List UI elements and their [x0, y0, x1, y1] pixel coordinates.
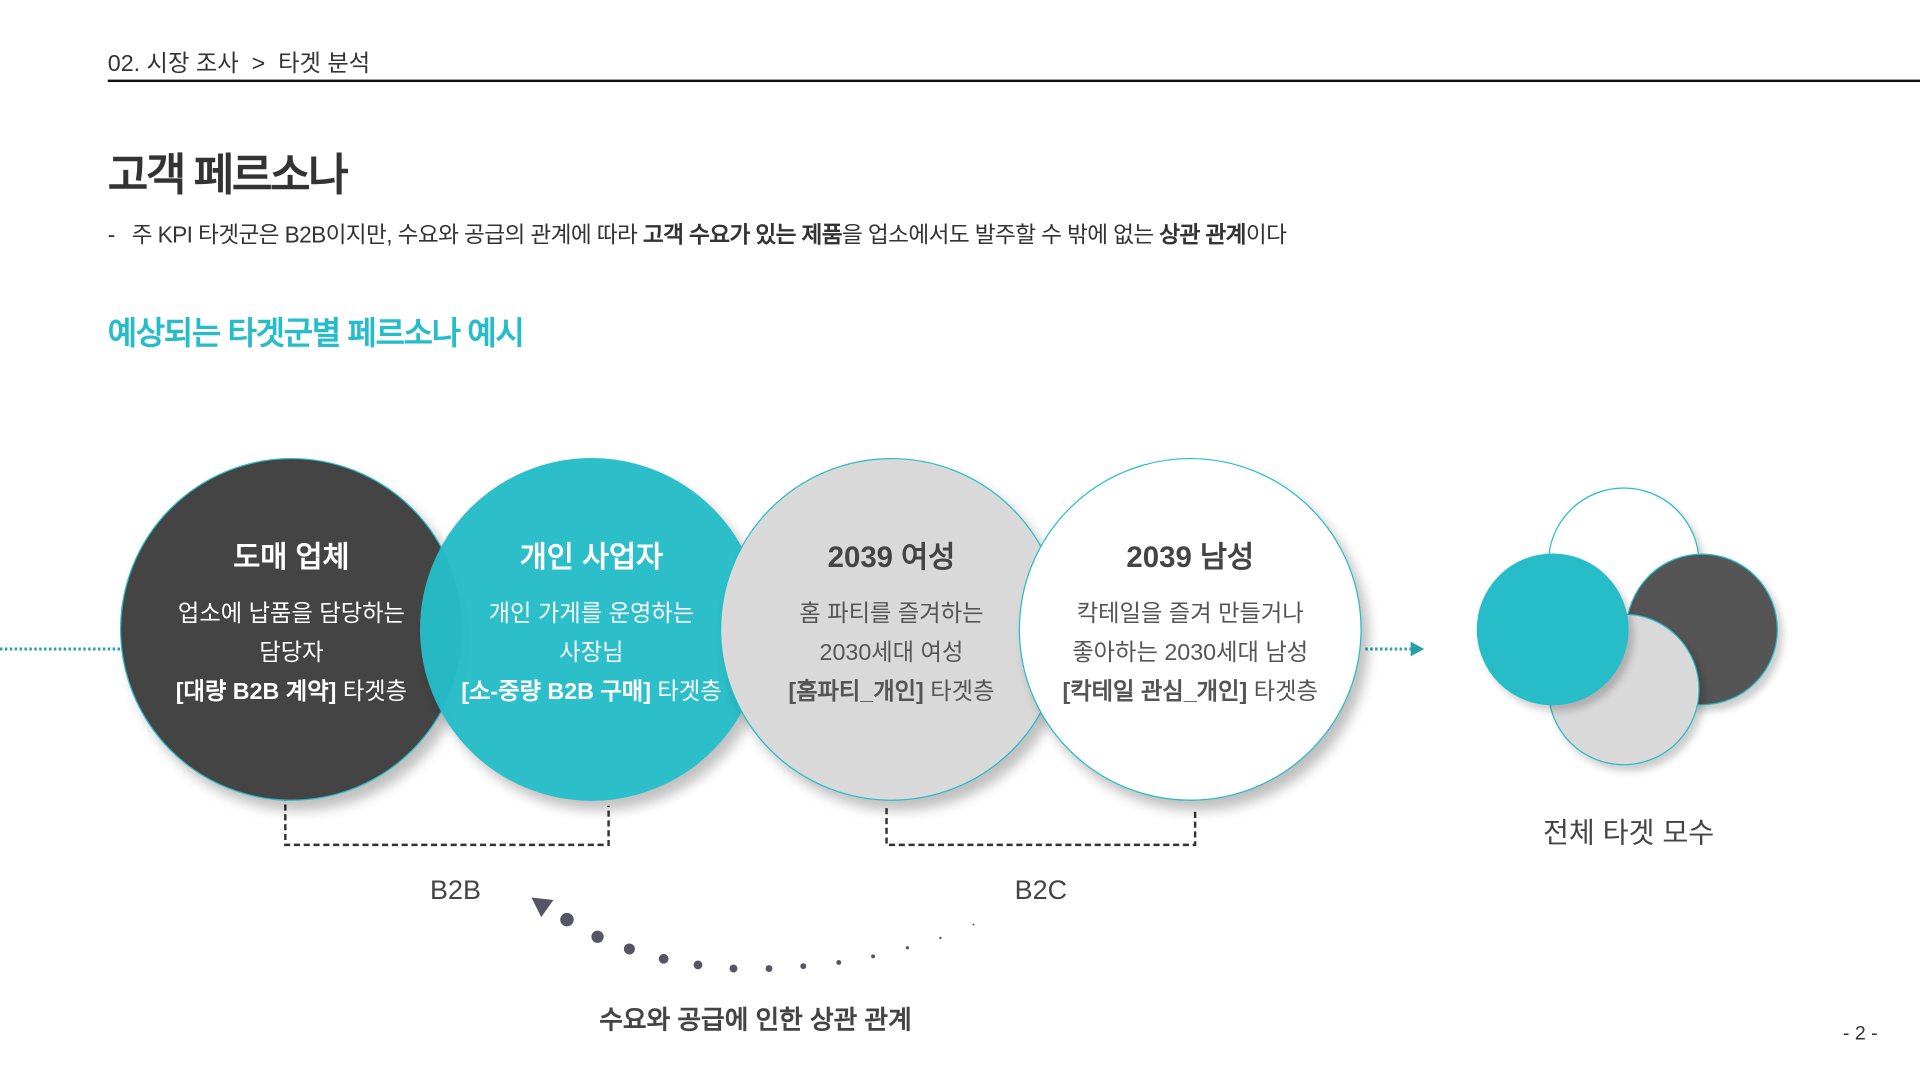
total-target-label: 전체 타겟 모수 — [1543, 816, 1715, 849]
persona-suffix: 타겟층 — [923, 678, 995, 705]
persona-title: 2039 여성 — [827, 540, 956, 574]
breadcrumb: 02. 시장 조사 > 타겟 분석 — [107, 51, 371, 78]
header-divider — [107, 79, 1920, 83]
description: - 주 KPI 타겟군은 B2B이지만, 수요와 공급의 관계에 따라 고객 수… — [108, 218, 1287, 250]
arrow-head-icon — [1410, 641, 1425, 657]
dotted-arc — [560, 912, 975, 973]
b2c-bracket — [885, 808, 1197, 847]
relation-caption: 수요와 공급에 인한 상관 관계 — [599, 1006, 912, 1035]
persona-tag-line: [홈파티_개인] 타겟층 — [788, 673, 994, 712]
persona-tag-line: [칵테일 관심_개인] 타겟층 — [1062, 673, 1317, 712]
persona-suffix: 타겟층 — [650, 678, 722, 705]
description-text: 이다 — [1245, 221, 1287, 248]
persona-tag-line: [대량 B2B 계약] 타겟층 — [176, 673, 407, 712]
persona-desc: 칵테일을 즐겨 만들거나 — [1076, 600, 1304, 627]
section-title: 예상되는 타겟군별 페르소나 예시 — [107, 314, 525, 352]
persona-desc: 담당자 — [259, 639, 324, 666]
persona-tag: [홈파티_개인] — [788, 678, 924, 705]
persona-circle-male: 2039 남성 칵테일을 즐겨 만들거나 좋아하는 2030세대 남성 [칵테일… — [1018, 457, 1362, 801]
description-bold: 상관 관계 — [1159, 221, 1246, 248]
page-title: 고객 페르소나 — [107, 149, 349, 200]
persona-circle-wholesale: 도매 업체 업소에 납품을 담당하는 담당자 [대량 B2B 계약] 타겟층 — [120, 457, 463, 801]
b2c-label: B2C — [1014, 874, 1068, 905]
persona-title: 도매 업체 — [233, 540, 350, 574]
persona-desc: 홈 파티를 즐겨하는 — [799, 600, 984, 627]
description-text: 을 업소에서도 발주할 수 밖에 없는 — [841, 221, 1160, 248]
persona-circle-owner: 개인 사업자 개인 가게를 운영하는 사장님 [소-중량 B2B 구매] 타겟층 — [420, 457, 763, 801]
persona-title: 개인 사업자 — [519, 540, 664, 574]
persona-suffix: 타겟층 — [336, 678, 408, 705]
persona-tag-line: [소-중량 B2B 구매] 타겟층 — [461, 673, 721, 712]
persona-desc: 개인 가게를 운영하는 — [488, 600, 695, 627]
b2b-label: B2B — [430, 874, 481, 905]
persona-desc: 사장님 — [559, 639, 624, 666]
venn-circle-teal — [1476, 553, 1629, 706]
persona-desc: 2030세대 여성 — [819, 639, 964, 666]
description-text: - 주 KPI 타겟군은 B2B이지만, 수요와 공급의 관계에 따라 — [107, 221, 643, 248]
triangle-arrow-icon — [531, 897, 554, 918]
persona-tag: [대량 B2B 계약] — [175, 678, 337, 705]
description-bold: 고객 수요가 있는 제품 — [642, 221, 843, 248]
persona-desc: 업소에 납품을 담당하는 — [177, 600, 405, 627]
persona-title: 2039 남성 — [1126, 540, 1255, 574]
page-number: - 2 - — [1842, 1023, 1878, 1045]
persona-tag: [칵테일 관심_개인] — [1062, 678, 1248, 705]
persona-suffix: 타겟층 — [1247, 678, 1318, 705]
persona-tag: [소-중량 B2B 구매] — [461, 678, 651, 705]
persona-desc: 좋아하는 2030세대 남성 — [1072, 639, 1309, 666]
persona-circle-female: 2039 여성 홈 파티를 즐겨하는 2030세대 여성 [홈파티_개인] 타겟… — [720, 457, 1063, 801]
